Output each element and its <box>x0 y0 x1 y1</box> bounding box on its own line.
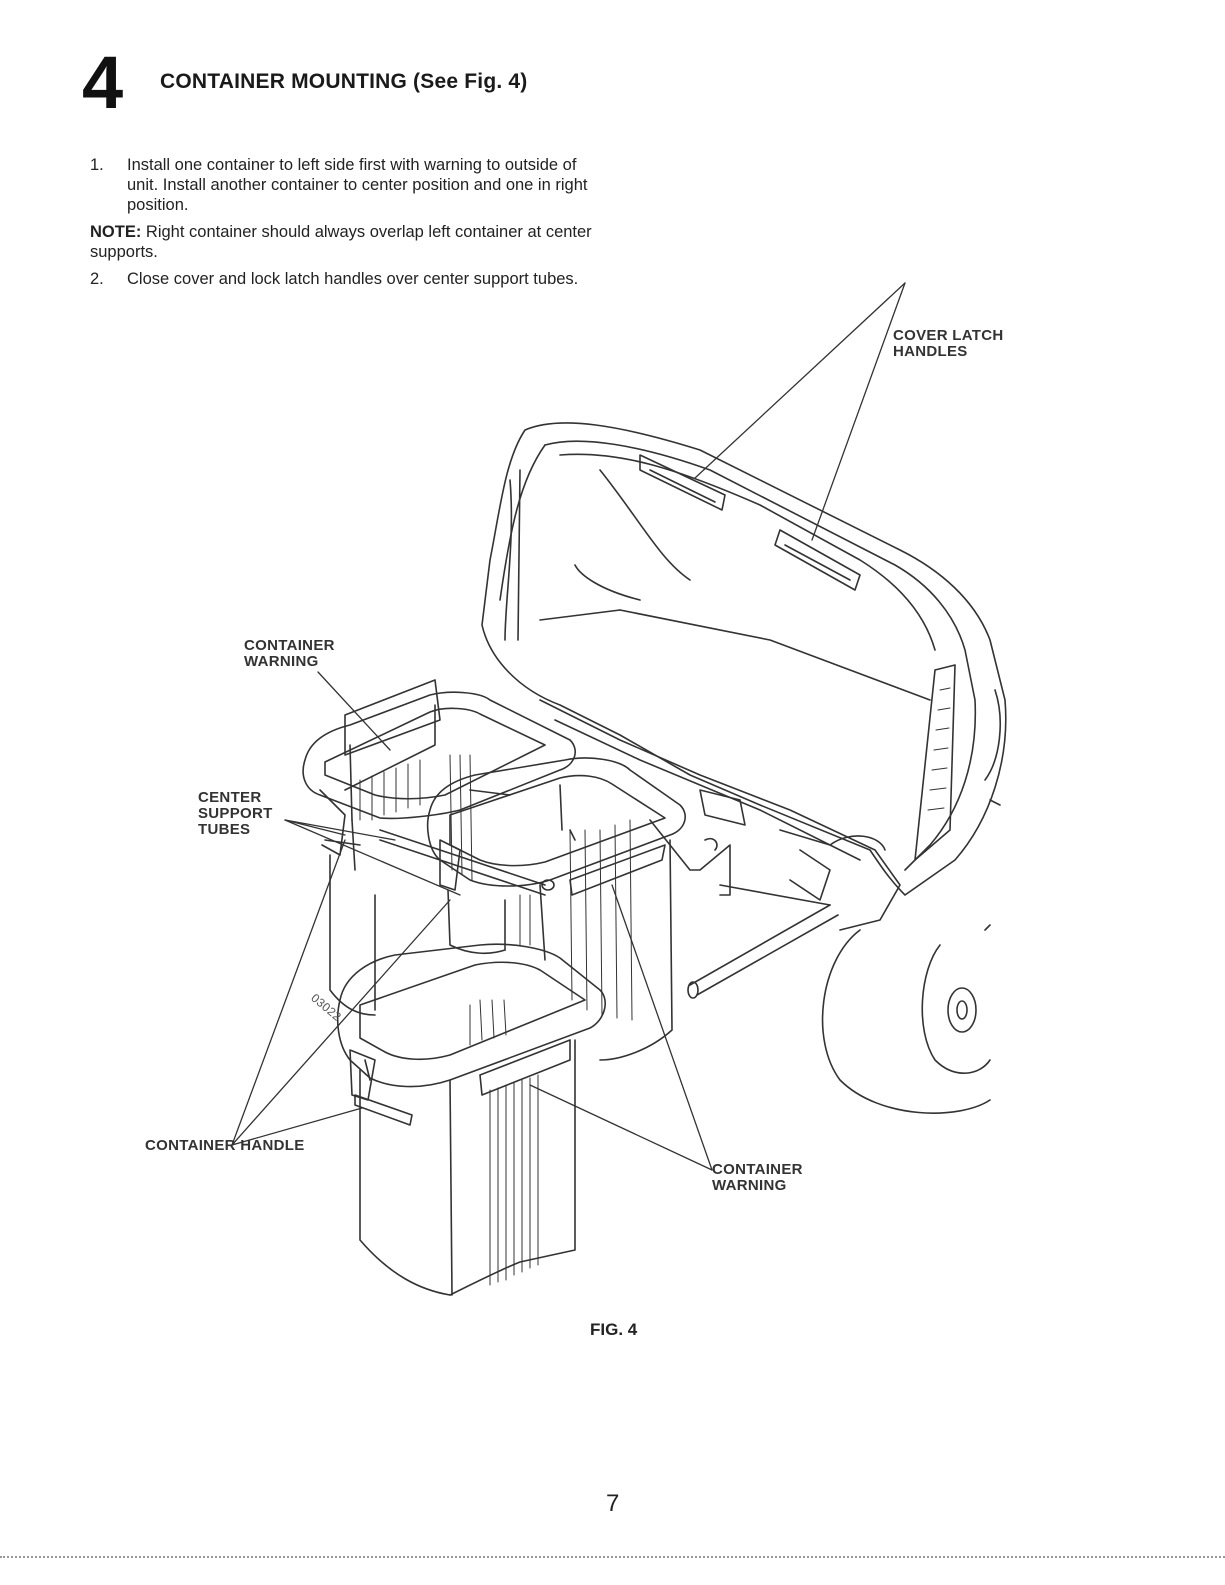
cover-latch-handles <box>639 454 861 591</box>
note-label: NOTE: <box>90 223 142 241</box>
page-number: 7 <box>606 1490 620 1517</box>
wheel <box>821 924 991 1114</box>
front-container <box>336 943 606 1296</box>
cover-lid <box>481 422 1007 896</box>
page-bottom-rule <box>0 1556 1225 1558</box>
note-text: Right container should always overlap le… <box>90 223 592 261</box>
center-container <box>426 757 686 1061</box>
note: NOTE: Right container should always over… <box>90 222 595 262</box>
left-container <box>302 679 576 1016</box>
instruction-step-2: 2. Close cover and lock latch handles ov… <box>90 269 595 289</box>
step-number: 4 <box>82 41 124 124</box>
instruction-step-1: 1. Install one container to left side fi… <box>90 155 595 215</box>
instructions: 1. Install one container to left side fi… <box>90 155 595 296</box>
label-center-support-tubes: CENTER SUPPORT TUBES <box>198 789 273 838</box>
label-container-handle: CONTAINER HANDLE <box>145 1137 305 1154</box>
step-1-number: 1. <box>90 156 104 174</box>
step-2-text: Close cover and lock latch handles over … <box>127 270 579 288</box>
mesh-panel <box>914 664 956 861</box>
label-container-warning-top: CONTAINER WARNING <box>244 637 335 670</box>
step-1-text: Install one container to left side first… <box>127 156 588 214</box>
chassis <box>539 689 1001 999</box>
figure-caption: FIG. 4 <box>590 1320 638 1339</box>
label-cover-latch-handles: COVER LATCH HANDLES <box>893 327 1004 360</box>
step-2-number: 2. <box>90 270 104 288</box>
center-support-tubes <box>379 789 546 896</box>
label-container-warning-bottom: CONTAINER WARNING <box>712 1161 803 1194</box>
section-title: CONTAINER MOUNTING (See Fig. 4) <box>160 70 528 93</box>
leader-lines <box>231 282 906 1171</box>
